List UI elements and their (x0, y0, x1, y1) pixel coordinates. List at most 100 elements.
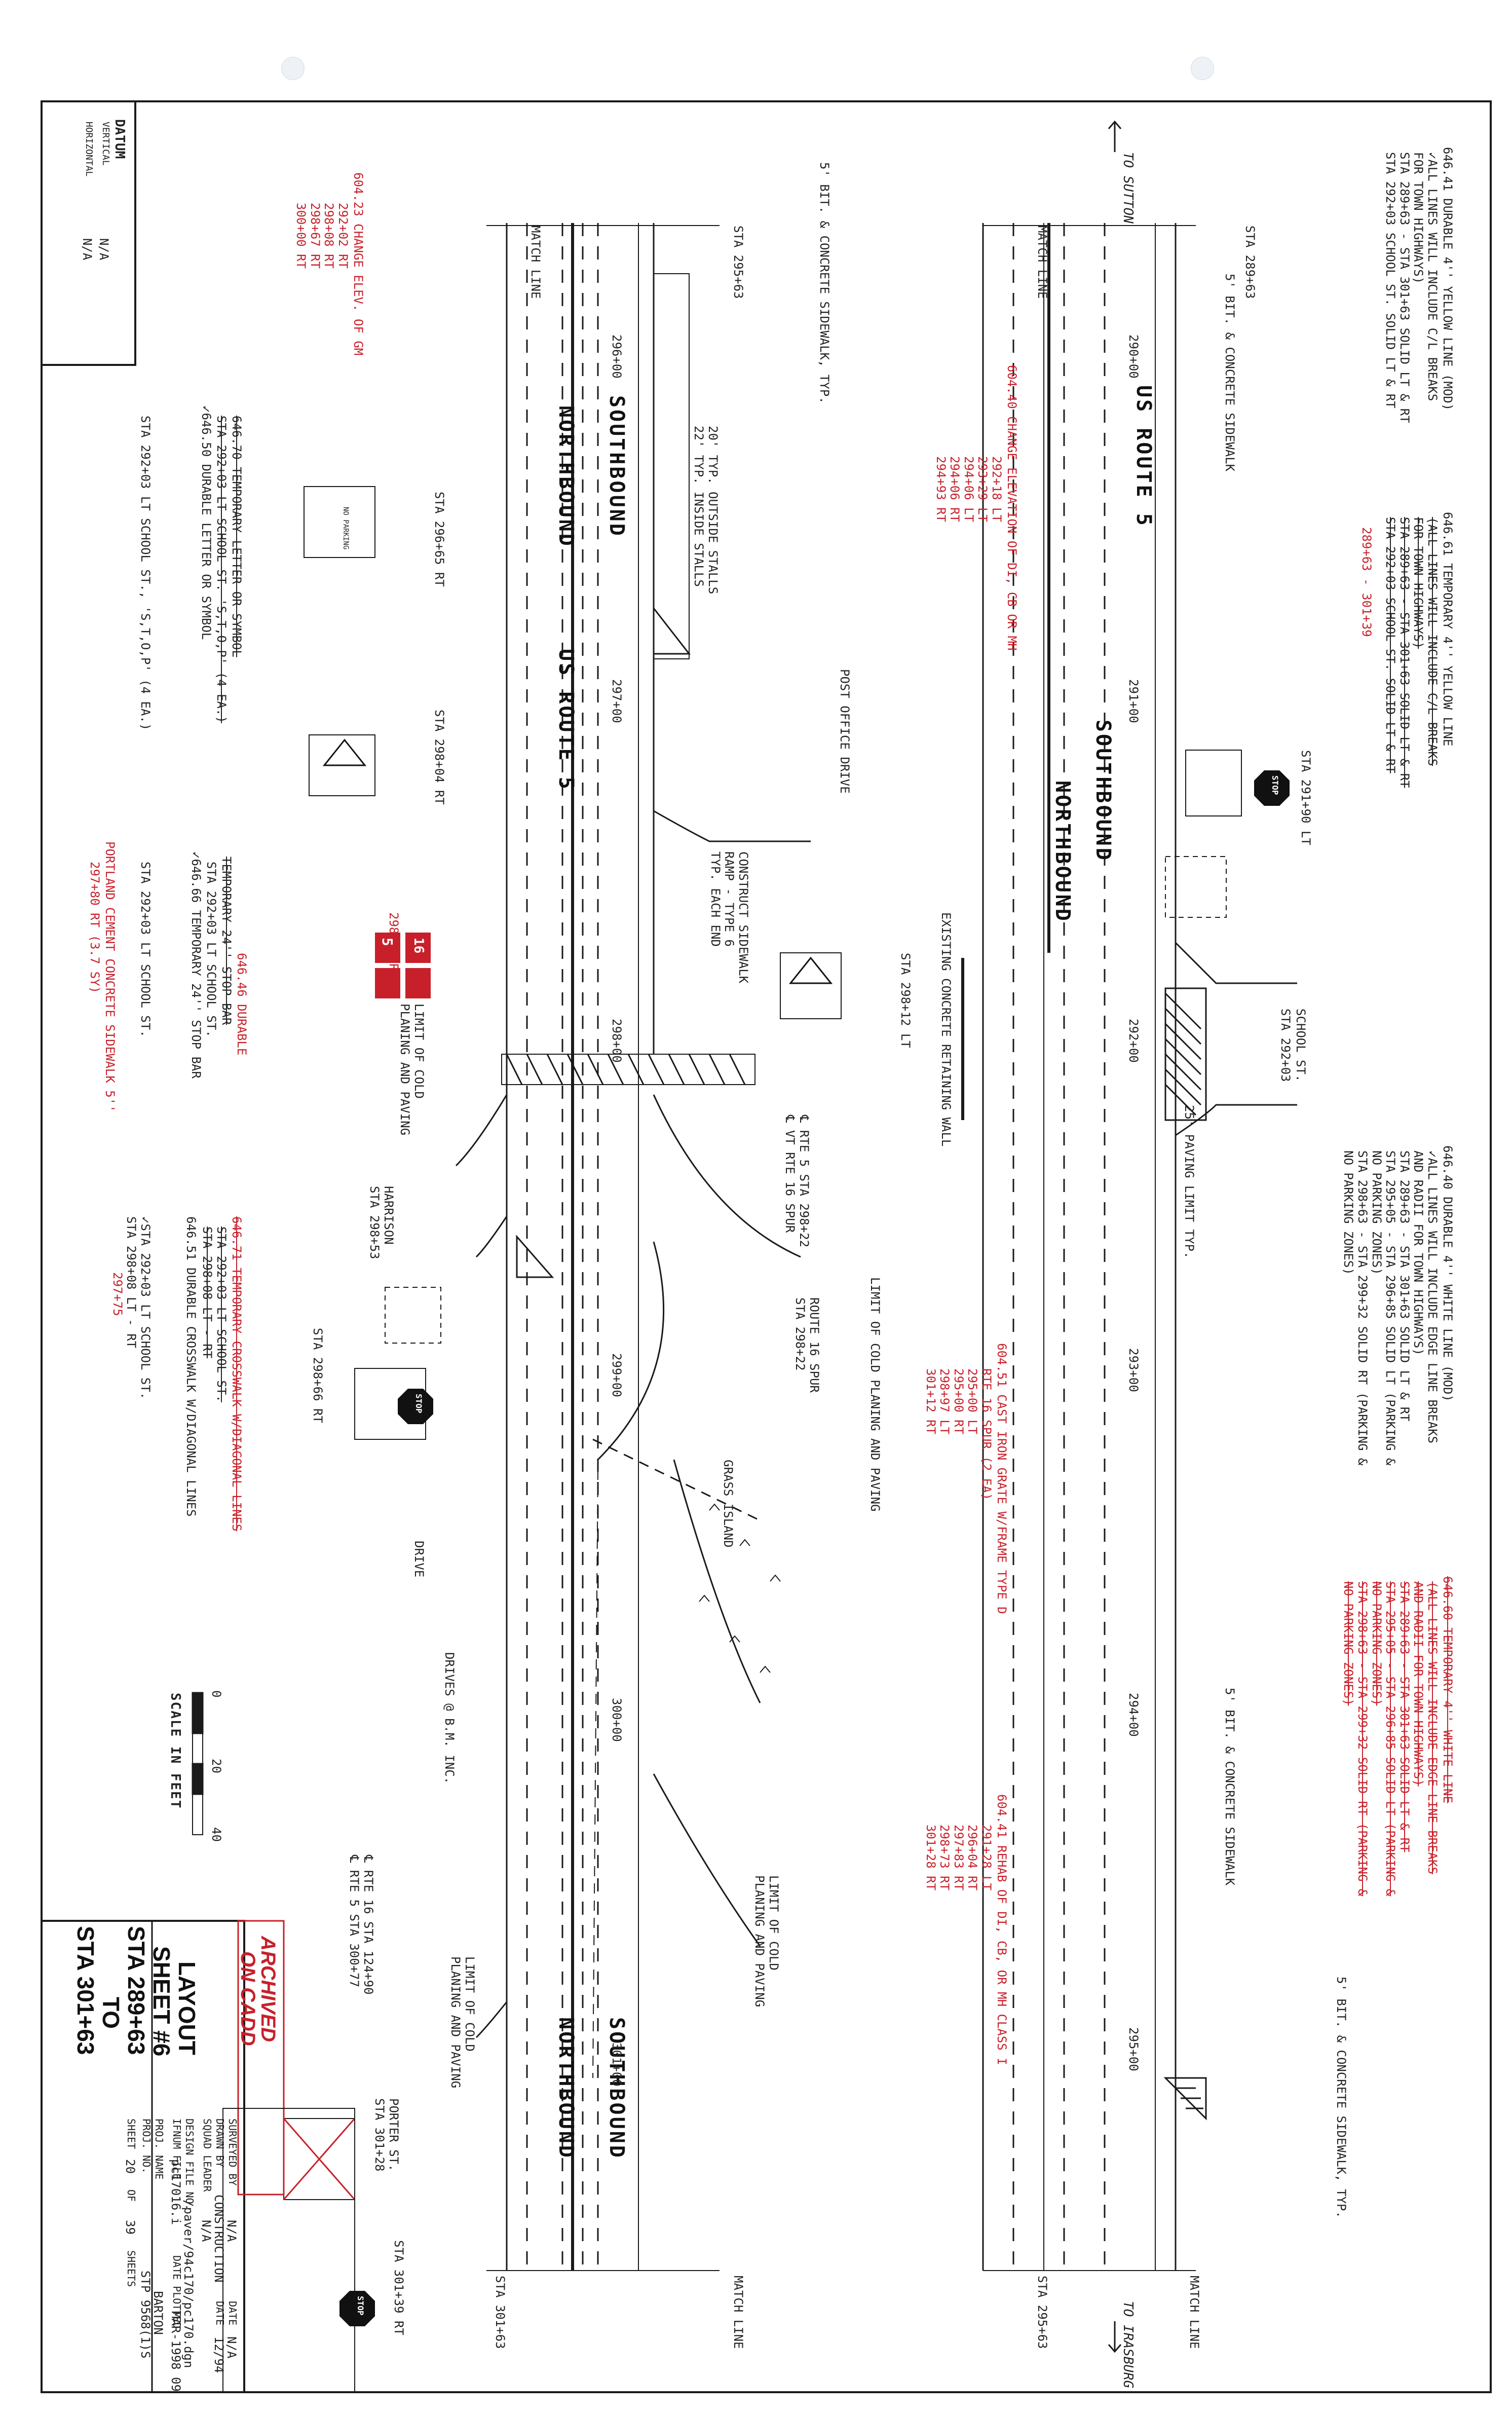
stop-text-top: STOP (1270, 775, 1280, 795)
limit-cold-2: LIMIT OF COLD PLANING AND PAVING (868, 1277, 882, 1512)
bottom-station-297: 297+00 (610, 679, 624, 723)
date-label-2: DATE (214, 2301, 226, 2326)
note-646-41-sub: ✓ALL LINES WILL INCLUDE C/L BREAKS FOR T… (1383, 152, 1440, 423)
datum-title: DATUM (112, 119, 127, 159)
note-646-61: 646.61 TEMPORARY 4'' YELLOW LINE (1441, 512, 1455, 747)
sign-29866-label: STA 298+66 RT (311, 1328, 325, 1423)
sheets-label: SHEETS (125, 2250, 137, 2287)
ped-sign-bottom (322, 738, 367, 766)
sheet-border (41, 100, 1492, 2393)
stalls-label: 20' TYP. OUTSIDE STALLS 22' TYP. INSIDE … (692, 426, 720, 595)
date-label-1: DATE (226, 2301, 239, 2326)
of-label: OF (125, 2189, 137, 2202)
note-646-71-sub: STA 292+03 LT SCHOOL ST. STA 298+08 LT -… (200, 1227, 229, 1402)
bottom-northbound-label: NORTHBOUND (554, 405, 578, 548)
note-646-51: 646.51 DURABLE CROSSWALK W/DIAGONAL LINE… (184, 1216, 198, 1517)
top-sidewalk-mid: 5' BIT. & CONCRETE SIDEWALK (1223, 1688, 1237, 1886)
stop-sign-sta-top: STA 291+90 LT (1299, 750, 1313, 845)
drives-bm-label: DRIVES @ B.M. INC. (442, 1652, 457, 1785)
stop-text-bottom: STOP (414, 1394, 424, 1414)
note-604-40-list: 292+18 LT 293+29 LT 294+06 LT 294+06 RT … (933, 456, 1004, 523)
sheet-title-3: STA 289+63 (123, 1926, 149, 2055)
top-southbound-label: SOUTHBOUND (1091, 720, 1115, 862)
note-646-60-sub: (ALL LINES WILL INCLUDE EDGE LINE BREAKS… (1341, 1581, 1440, 1897)
note-concrete-sidewalk-sub: 297+80 RT (3.7 SY) (88, 862, 102, 994)
note-646-60: 646.60 TEMPORARY 4'' WHITE LINE (1441, 1576, 1455, 1803)
sidewalk-ramp-hatch (501, 1054, 755, 1085)
signature-block-frame (222, 2108, 355, 2393)
ped-sign-sta-top: STA 298+12 LT (898, 953, 913, 1048)
top-northbound-label: NORTHBOUND (1051, 781, 1074, 923)
sheet-title-1: LAYOUT (174, 1961, 200, 2055)
datum-box (41, 100, 136, 366)
note-604-51-list: RTE 16 SPUR (2 EA) 295+00 LT 295+00 RT 2… (923, 1368, 994, 1501)
top-station-294: 294+00 (1126, 1693, 1141, 1737)
sign-29665-label: STA 296+65 RT (432, 492, 446, 587)
sheet-total: 39 (123, 2220, 137, 2235)
design-file-value: /paver/94c170/pc170.dgn (181, 2200, 196, 2368)
porter-label: PORTER ST. STA 301+28 (372, 2098, 401, 2172)
rte16-curb-1 (653, 1094, 801, 1258)
parking-sign-box (304, 486, 375, 558)
top-sidewalk-label: 5' BIT. & CONCRETE SIDEWALK (1223, 274, 1237, 472)
scale-label: SCALE IN FEET (168, 1693, 183, 1809)
rte5-sta-label: ℄ RTE 5 STA 298+22 ℄ VT RTE 16 SPUR (783, 1115, 811, 1248)
squad-leader-value: N/A (199, 2220, 213, 2242)
date-value-1: N/A (224, 2336, 239, 2359)
sheet-label: SHEET (125, 2119, 137, 2149)
note-646-46: 646.46 DURABLE (235, 953, 249, 1056)
bottom-route-label: US ROUTE 5 (554, 649, 578, 791)
archived-stamp-line-1: ARCHIVED (257, 1936, 279, 2042)
grass-island-label: GRASS ISLAND (721, 1460, 735, 1548)
school-st-crosswalk (1164, 987, 1207, 1121)
construct-sidewalk-label: CONSTRUCT SIDEWALK RAMP - TYPE 6 TYP. EA… (708, 851, 750, 984)
note-604-40: 604.40 CHANGE ELEVATION OF DI, CB OR MH (1005, 365, 1019, 651)
arrow-sutton (1108, 120, 1122, 152)
note-646-51-red: 297+75 (110, 1272, 125, 1316)
top-sidewalk-typ: 5' BIT. & CONCRETE SIDEWALK, TYP. (1334, 1977, 1348, 2218)
project-no-label: PROJ. NO. (140, 2119, 153, 2174)
note-646-70: 646.70 TEMPORARY LETTER OR SYMBOL (230, 416, 244, 657)
note-concrete-sidewalk: PORTLAND CEMENT CONCRETE SIDEWALK 5'' (103, 841, 117, 1112)
bottom-station-299: 299+00 (610, 1353, 624, 1397)
note-646-71: 646.71 TEMPORARY CROSSWALK W/DIAGONAL LI… (230, 1216, 244, 1532)
harrison-label: HARRISON STA 298+53 (367, 1186, 396, 1259)
sign-29804-label: STA 298+04 RT (432, 710, 446, 805)
bottom-sta-right: STA 301+63 (493, 2276, 507, 2349)
note-604-41-list: 291+28 LT 296+04 RT 297+83 RT 298+73 RT … (923, 1825, 994, 1891)
note-646-66-sub: STA 292+03 LT SCHOOL ST. (138, 862, 153, 1037)
sheet-title-5: STA 301+63 (72, 1926, 99, 2055)
surveyed-by-value: N/A (224, 2220, 239, 2242)
top-station-293: 293+00 (1126, 1348, 1141, 1392)
stop-text-end: STOP (356, 2296, 365, 2316)
top-station-292: 292+00 (1126, 1019, 1141, 1063)
surveyed-by-label: SURVEYED BY (226, 2119, 239, 2186)
stop-octagon-top (1254, 770, 1290, 806)
route5-shield-text: 5 (379, 938, 396, 946)
stop-octagon-end (339, 2291, 375, 2326)
bottom-match-line-right: MATCH LINE (731, 2276, 745, 2349)
drawn-by-value: CONSTRUCTION (212, 2195, 226, 2283)
squad-leader-label: SQUAD LEADER (201, 2119, 213, 2192)
bottom-station-296: 296+00 (610, 335, 624, 379)
grass-island-edge (673, 1459, 761, 1703)
note-646-51-sub: ✓STA 292+03 LT SCHOOL ST. STA 298+08 LT … (124, 1216, 153, 1400)
paving-limit-label: 25' PAVING LIMIT TYP. (1182, 1105, 1196, 1259)
bottom-sta-left: STA 295+63 (731, 226, 745, 299)
ped-sign-box-bottom (309, 734, 375, 796)
datum-horizontal-label: HORIZONTAL (84, 122, 94, 177)
datum-vertical-label: VERTICAL (100, 122, 111, 166)
note-646-61-red: 289+63 - 301+39 (1359, 527, 1374, 637)
to-sutton-label: TO SUTTON (1120, 152, 1136, 224)
datum-horizontal-value: N/A (80, 238, 94, 261)
date-value-2: 12/94 (212, 2336, 226, 2373)
note-646-50: ✓646.50 DURABLE LETTER OR SYMBOL (199, 405, 213, 640)
bottom-station-298: 298+00 (610, 1019, 624, 1063)
stop-octagon-bottom (398, 1389, 433, 1424)
sheet-number: 20 (123, 2159, 137, 2174)
bottom-station-301: 301+00 (610, 2042, 624, 2087)
to-irasburg-label: TO IRASBURG (1120, 2301, 1136, 2389)
note-604-23: 604.23 CHANGE ELEV. OF GM (351, 172, 365, 356)
arrow-irasburg (1108, 2321, 1122, 2353)
